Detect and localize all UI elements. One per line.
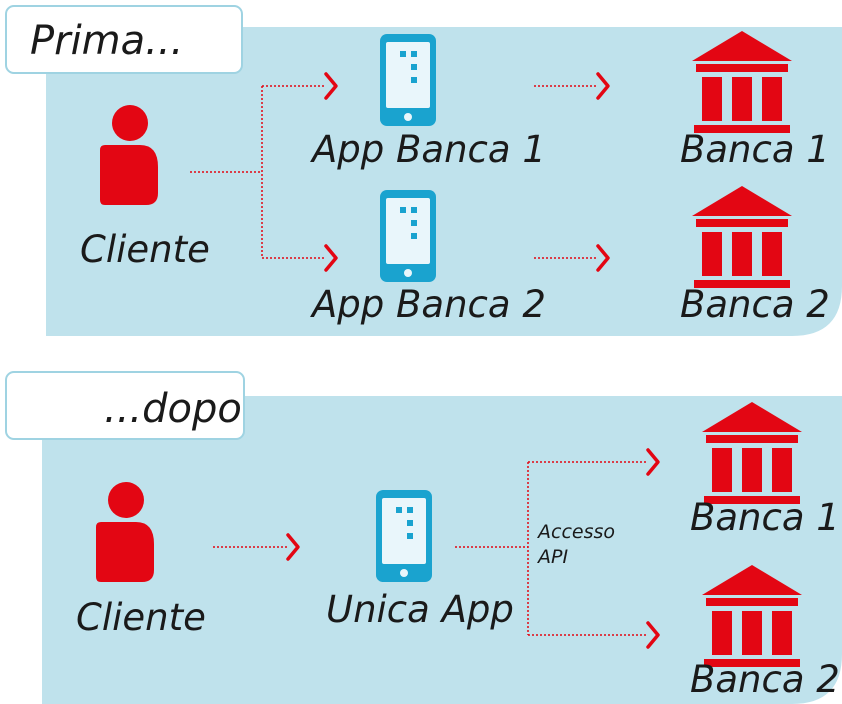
before-app1-label: App Banca 1 [310, 128, 546, 171]
after-client-label: Cliente [76, 596, 206, 639]
api-label-line1: Accesso [536, 521, 615, 543]
before-title: Prima... [30, 18, 183, 64]
after-title: ...dopo [104, 386, 242, 432]
after-bank2-label: Banca 2 [690, 658, 840, 701]
after-connectors [213, 461, 648, 636]
before-bank1-label: Banca 1 [680, 128, 830, 171]
phone-icon [380, 34, 436, 126]
before-bank2-label: Banca 2 [680, 283, 830, 326]
before-client-label: Cliente [80, 228, 210, 271]
after-panel [42, 396, 842, 704]
after-title-box: ...dopo [5, 371, 245, 440]
api-label-line2: API [536, 546, 568, 568]
phone-icon [376, 490, 432, 582]
before-panel [46, 27, 842, 336]
before-title-box: Prima... [5, 5, 243, 74]
after-bank1-label: Banca 1 [690, 496, 840, 539]
before-connectors [190, 85, 598, 259]
phone-icon [380, 190, 436, 282]
before-app2-label: App Banca 2 [310, 283, 546, 326]
after-app-label: Unica App [326, 588, 514, 631]
